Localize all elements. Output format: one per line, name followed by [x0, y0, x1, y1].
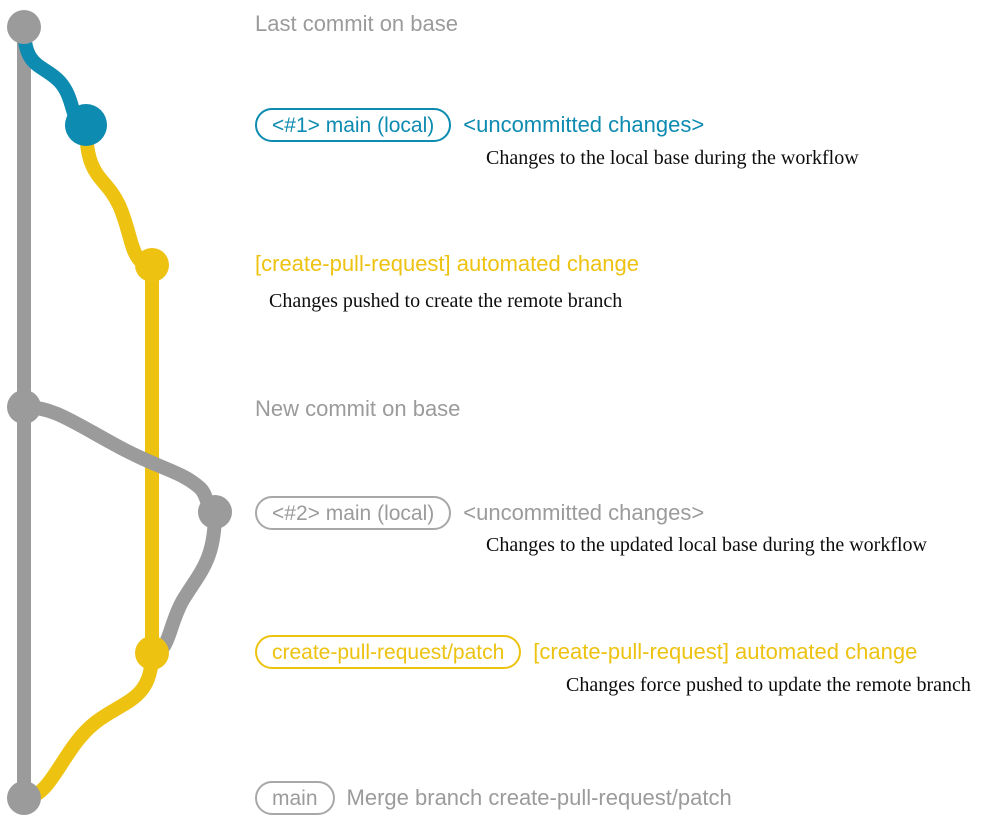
ref-pill-create-pull-request-patch[interactable]: create-pull-request/patch: [255, 635, 522, 669]
commit-subject: Merge branch create-pull-request/patch: [346, 785, 732, 810]
node-automated-2[interactable]: [135, 636, 169, 670]
commit-subject: Last commit on base: [255, 11, 458, 36]
commit-note: Changes to the local base during the wor…: [486, 147, 859, 169]
ref-pill-local-main-2[interactable]: <#2> main (local): [255, 496, 452, 530]
node-local-main-1[interactable]: [65, 104, 107, 146]
commit-row: create-pull-request/patch [create-pull-r…: [255, 635, 917, 669]
commit-subject: [create-pull-request] automated change: [255, 251, 640, 276]
commit-row: <#2> main (local) <uncommitted changes>: [255, 496, 704, 530]
node-automated-1[interactable]: [135, 248, 169, 282]
node-base-new[interactable]: [7, 390, 41, 424]
commit-subject: [create-pull-request] automated change: [533, 639, 918, 664]
commit-row: New commit on base: [255, 398, 460, 420]
commit-note: Changes pushed to create the remote bran…: [269, 290, 623, 312]
commit-note: Changes force pushed to update the remot…: [566, 674, 971, 696]
commit-row: <#1> main (local) <uncommitted changes>: [255, 108, 704, 142]
node-local-main-2[interactable]: [198, 495, 232, 529]
commit-subject: <uncommitted changes>: [463, 500, 705, 525]
commit-subject: New commit on base: [255, 396, 461, 421]
commit-row: Last commit on base: [255, 13, 458, 35]
edge-automated-2-to-merge: [17, 646, 159, 805]
node-merge[interactable]: [7, 781, 41, 815]
commit-subject: <uncommitted changes>: [463, 112, 705, 137]
commit-note: Changes to the updated local base during…: [486, 534, 927, 556]
ref-pill-local-main-1[interactable]: <#1> main (local): [255, 108, 452, 142]
commit-row: [create-pull-request] automated change: [255, 253, 639, 275]
node-base-top[interactable]: [7, 10, 41, 44]
commit-row: main Merge branch create-pull-request/pa…: [255, 781, 732, 815]
ref-pill-main[interactable]: main: [255, 781, 335, 815]
